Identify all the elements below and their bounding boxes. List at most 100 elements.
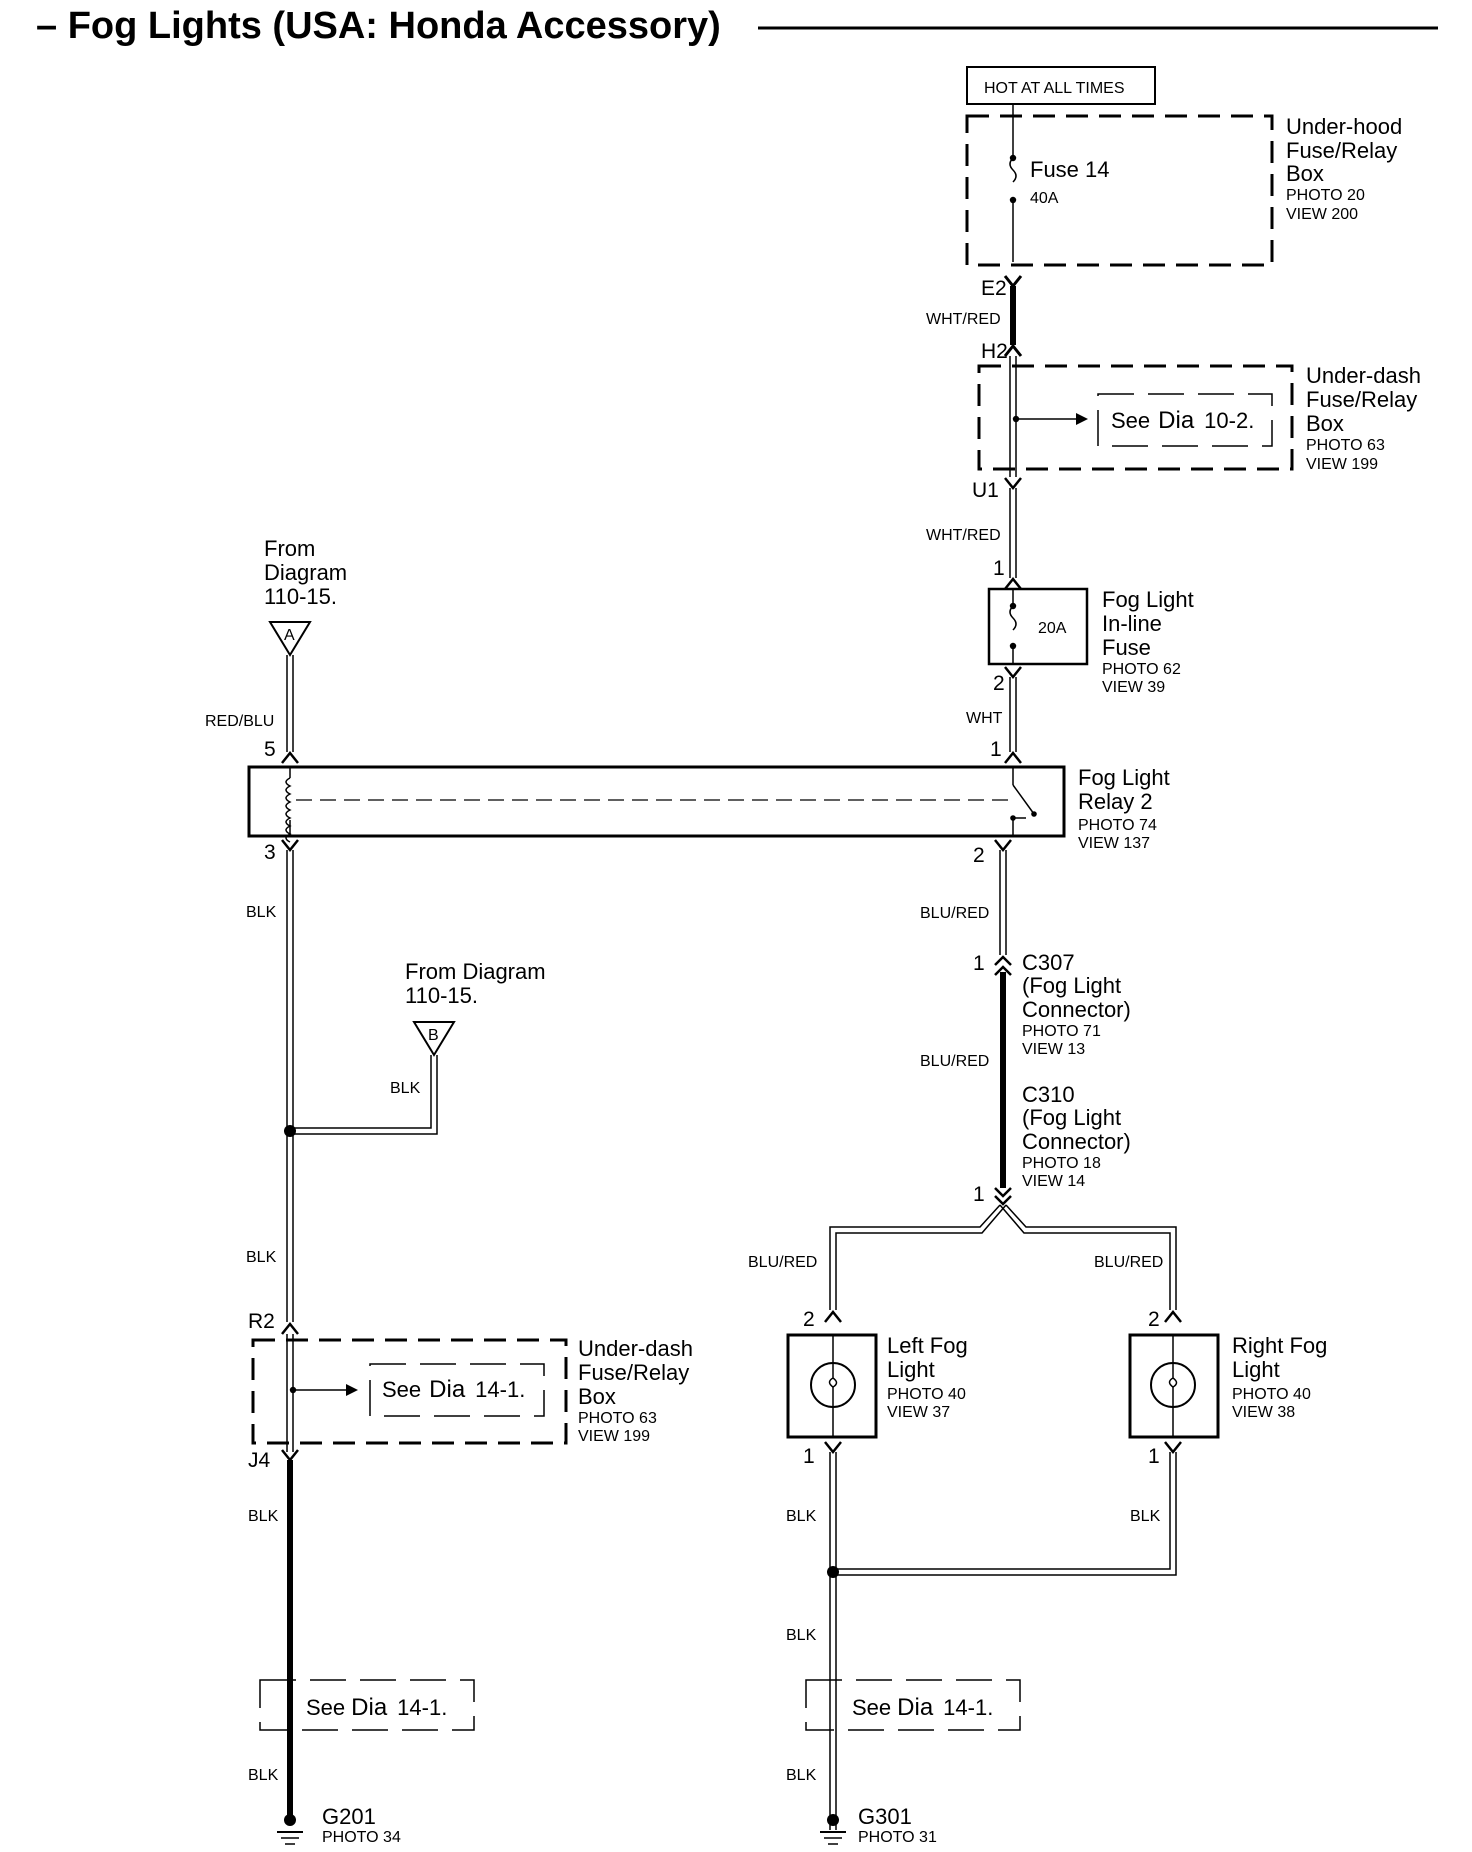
see-dia-14-1-left-box: [259, 1679, 475, 1731]
wire-label-wht-red-2: WHT/RED: [926, 527, 1001, 544]
wire-label-blk-3: BLK: [248, 1508, 279, 1525]
pin-relay-2: 2: [973, 844, 985, 867]
c310-line-1: (Fog Light: [1022, 1105, 1121, 1130]
from-b-line-2: 110-15.: [405, 983, 478, 1008]
see-dia-14-1-right-box: [805, 1679, 1021, 1731]
left-fog-light: [786, 1333, 878, 1439]
c307-photo: PHOTO 71: [1022, 1023, 1101, 1040]
underdash-fuse-relay-box-top: [977, 364, 1294, 471]
wire-label-blu-red-2: BLU/RED: [920, 1053, 989, 1070]
relay-switch-symbol: [1012, 784, 1035, 815]
underdash-top-name-3: Box: [1306, 411, 1344, 436]
underhood-box-name-2: Fuse/Relay: [1286, 138, 1397, 163]
underhood-fuse-relay-box: [965, 114, 1274, 267]
fog-light-relay-2: [247, 765, 1066, 838]
wire-label-blu-red-left: BLU/RED: [748, 1254, 817, 1271]
inline-fuse-rating: 20A: [1038, 620, 1067, 637]
inline-fuse-photo: PHOTO 62: [1102, 661, 1181, 678]
underdash-top-view: VIEW 199: [1306, 456, 1378, 473]
relay-name-1: Fog Light: [1078, 765, 1170, 790]
left-fog-view: VIEW 37: [887, 1404, 950, 1421]
inline-fuse-symbol: [1009, 605, 1017, 631]
wire-blu-red-right-fog: [1005, 1204, 1177, 1310]
wire-blu-red-left-fog: [829, 1204, 1001, 1310]
from-b-flag: [412, 1021, 456, 1057]
c310-line-2: Connector): [1022, 1129, 1131, 1154]
underdash-bottom-photo: PHOTO 63: [578, 1410, 657, 1427]
c310-view: VIEW 14: [1022, 1173, 1085, 1190]
pin-right-fog-1: 1: [1148, 1445, 1160, 1468]
g201-photo: PHOTO 34: [322, 1829, 401, 1846]
wire-label-red-blu: RED/BLU: [205, 713, 274, 730]
pin-left-fog-1: 1: [803, 1445, 815, 1468]
right-fog-name-1: Right Fog: [1232, 1333, 1327, 1358]
wire-label-wht: WHT: [966, 710, 1003, 727]
pin-c307-1: 1: [973, 952, 985, 975]
underdash-bottom-name-1: Under-dash: [578, 1336, 693, 1361]
g301-photo: PHOTO 31: [858, 1829, 937, 1846]
wire-label-wht-red-1: WHT/RED: [926, 311, 1001, 328]
underhood-box-name-1: Under-hood: [1286, 114, 1402, 139]
wire-label-blk-1: BLK: [246, 904, 277, 921]
underdash-top-name-1: Under-dash: [1306, 363, 1421, 388]
underhood-box-view: VIEW 200: [1286, 206, 1358, 223]
arrow-to-see-dia-14-1: [346, 1384, 358, 1396]
pin-relay-1: 1: [990, 738, 1002, 761]
g301-name: G301: [858, 1804, 912, 1829]
pin-inline-fuse-2: 2: [993, 672, 1005, 695]
underhood-box-name-3: Box: [1286, 161, 1324, 186]
fuse-14-rating: 40A: [1030, 190, 1059, 207]
relay-photo: PHOTO 74: [1078, 817, 1157, 834]
c307-line-2: Connector): [1022, 997, 1131, 1022]
see-dia-10-2-box: [1097, 393, 1273, 447]
c307-view: VIEW 13: [1022, 1041, 1085, 1058]
pin-relay-5: 5: [264, 738, 276, 761]
relay-coil-symbol: [285, 777, 292, 843]
left-fog-name-1: Left Fog: [887, 1333, 968, 1358]
right-fog-light: [1128, 1333, 1220, 1439]
relay-name-2: Relay 2: [1078, 789, 1153, 814]
from-b-line-1: From Diagram: [405, 959, 546, 984]
splice-fog-grounds: [827, 1566, 839, 1578]
wire-label-blk-6: BLK: [786, 1767, 817, 1784]
right-fog-name-2: Light: [1232, 1357, 1280, 1382]
hot-at-all-times-box: [966, 66, 1156, 105]
g201-name: G201: [322, 1804, 376, 1829]
pin-j4: J4: [248, 1449, 271, 1472]
c307-line-1: (Fog Light: [1022, 973, 1121, 998]
underdash-bottom-view: VIEW 199: [578, 1428, 650, 1445]
page-title: – Fog Lights (USA: Honda Accessory): [36, 5, 721, 47]
right-fog-view: VIEW 38: [1232, 1404, 1295, 1421]
fuse-14-name: Fuse 14: [1030, 157, 1110, 182]
pin-h2: H2: [981, 340, 1008, 363]
arrow-to-see-dia-10-2: [1076, 413, 1088, 425]
splice-blk: [284, 1125, 296, 1137]
pin-c310-1: 1: [973, 1183, 985, 1206]
see-dia-14-1-box: [369, 1363, 545, 1417]
pin-right-fog-2: 2: [1148, 1308, 1160, 1331]
wire-label-blu-red-1: BLU/RED: [920, 905, 989, 922]
underdash-top-photo: PHOTO 63: [1306, 437, 1385, 454]
inline-fuse-name-2: In-line: [1102, 611, 1162, 636]
left-fog-photo: PHOTO 40: [887, 1386, 966, 1403]
underhood-box-photo: PHOTO 20: [1286, 187, 1365, 204]
pin-left-fog-2: 2: [803, 1308, 815, 1331]
pin-relay-3: 3: [264, 841, 276, 864]
pin-u1: U1: [972, 479, 999, 502]
left-fog-name-2: Light: [887, 1357, 935, 1382]
inline-fuse-name-3: Fuse: [1102, 635, 1151, 660]
wire-label-blk-5: BLK: [786, 1627, 817, 1644]
pin-inline-fuse-1: 1: [993, 557, 1005, 580]
hot-at-all-times-label: HOT AT ALL TIMES: [984, 80, 1125, 97]
wire-label-blk-4: BLK: [248, 1767, 279, 1784]
underdash-bottom-name-2: Fuse/Relay: [578, 1360, 689, 1385]
wire-label-blk-b: BLK: [390, 1080, 421, 1097]
from-a-letter: A: [284, 627, 295, 644]
inline-fuse-name-1: Fog Light: [1102, 587, 1194, 612]
pin-e2: E2: [981, 277, 1007, 300]
underdash-fuse-relay-box-bottom: [251, 1338, 568, 1445]
